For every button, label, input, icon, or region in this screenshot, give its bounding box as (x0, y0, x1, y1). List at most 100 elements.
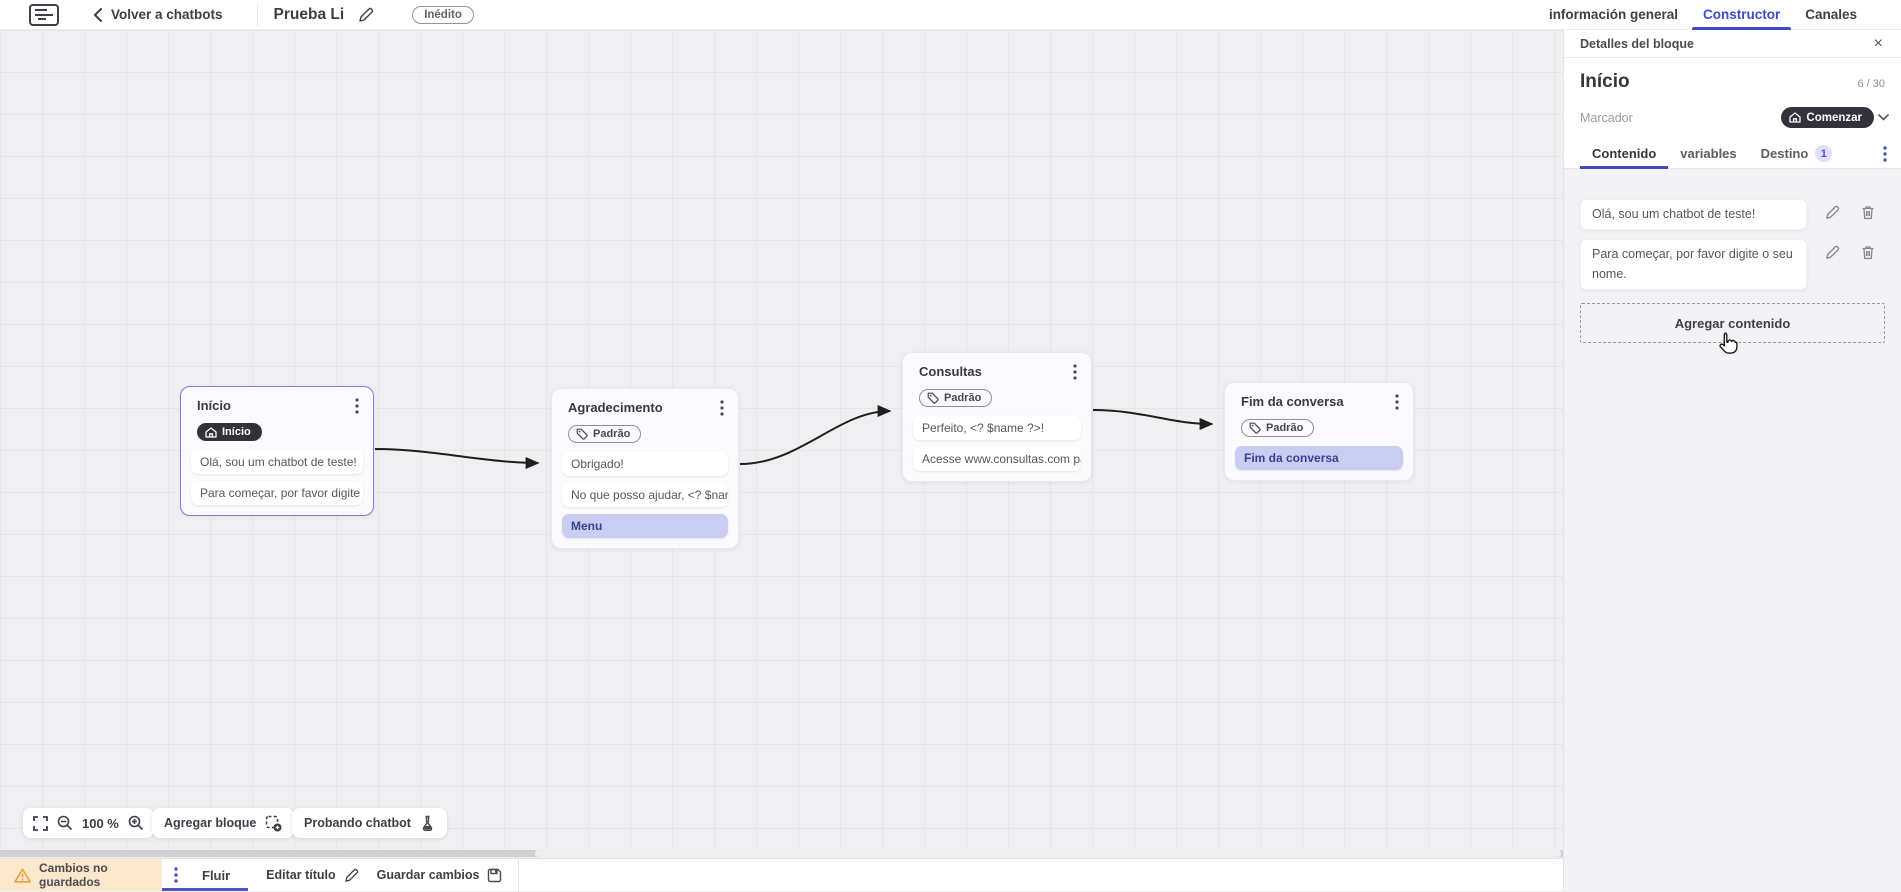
home-icon (1789, 112, 1802, 123)
chevron-down-icon (1878, 114, 1889, 121)
block-type-badge-label: Padrão (944, 392, 982, 404)
home-icon (205, 426, 217, 438)
save-changes-label: Guardar cambios (376, 868, 480, 882)
block-row[interactable]: Olá, sou um chatbot de teste! (191, 449, 363, 474)
flow-tab-label: Fluir (202, 867, 231, 883)
block-row[interactable]: Menu (562, 514, 728, 538)
block-row[interactable]: Acesse www.consultas.com par... (913, 447, 1081, 471)
block-menu-icon[interactable] (351, 396, 363, 416)
status-badge: Inédito (412, 5, 474, 24)
unsaved-changes-warning: Cambios no guardados (0, 859, 162, 891)
save-icon (487, 868, 502, 883)
app-logo (28, 3, 60, 27)
panel-title: Detalles del bloque (1580, 36, 1694, 51)
flow-tab-menu-icon[interactable] (172, 867, 180, 883)
panel-tab-label: Contenido (1592, 146, 1657, 161)
add-content-button[interactable]: Agregar contenido (1580, 303, 1885, 344)
block-details-panel: Detalles del bloque × Início 6 / 30 Marc… (1563, 30, 1901, 891)
save-changes-button[interactable]: Guardar cambios (377, 868, 503, 883)
edit-title-label: Editar título (266, 868, 336, 882)
panel-tab-label: Destino (1760, 146, 1809, 161)
panel-tabs: Contenido variables Destino 1 (1564, 139, 1901, 169)
content-item: Olá, sou um chatbot de teste! (1580, 199, 1885, 231)
topbar-tab-informacio-n-general[interactable]: información general (1548, 7, 1678, 22)
edit-title-button[interactable]: Editar título (266, 868, 358, 883)
warning-label: Cambios no guardados (39, 861, 108, 889)
block-type-badge-label: Início (222, 426, 251, 438)
marker-value: Comenzar (1806, 111, 1862, 124)
panel-tabs-menu-icon[interactable] (1881, 145, 1889, 162)
block-row[interactable]: Para começar, por favor digite o ... (191, 480, 363, 505)
topbar-tabs: información general Constructor Canales (1548, 0, 1857, 30)
zoom-toolbar: 100 % (23, 808, 154, 838)
horizontal-scrollbar-thumb[interactable] (535, 850, 1561, 857)
block-type-badge-label: Padrão (593, 428, 631, 440)
back-chevron-icon (93, 7, 102, 22)
topbar-tab-canales[interactable]: Canales (1805, 7, 1857, 22)
block-menu-icon[interactable] (1391, 392, 1403, 412)
tag-icon (1249, 422, 1261, 434)
bottombar-divider (518, 858, 520, 892)
block-title: Início (197, 398, 231, 413)
panel-tab-label: variables (1680, 146, 1737, 161)
content-text-box[interactable]: Para começar, por favor digite o seu nom… (1580, 239, 1807, 291)
test-chatbot-button[interactable]: Probando chatbot (292, 808, 447, 838)
block-row[interactable]: No que posso ajudar, <? $name ... (562, 483, 728, 507)
block-row[interactable]: Obrigado! (562, 452, 728, 476)
destination-count-badge: 1 (1815, 145, 1833, 162)
block-row[interactable]: Perfeito, <? $name ?>! (913, 416, 1081, 440)
zoom-out-icon[interactable] (57, 815, 73, 831)
char-counter: 6 / 30 (1857, 78, 1885, 90)
block-menu-icon[interactable] (1069, 362, 1081, 382)
block-type-badge: Início (197, 423, 262, 441)
edit-content-icon[interactable] (1825, 245, 1840, 260)
fit-screen-icon[interactable] (33, 815, 48, 831)
page-title: Prueba Li (273, 5, 345, 23)
block-type-badge: Padrão (1241, 419, 1315, 437)
content-text-box[interactable]: Olá, sou um chatbot de teste! (1580, 199, 1807, 231)
test-chatbot-label: Probando chatbot (304, 816, 411, 830)
add-block-button[interactable]: Agregar bloque (152, 808, 295, 838)
zoom-in-icon[interactable] (128, 815, 144, 831)
block-row[interactable]: Fim da conversa (1235, 446, 1403, 470)
panel-tab-destino[interactable]: Destino 1 (1749, 139, 1845, 168)
block-name-input[interactable]: Início (1580, 71, 1630, 92)
block-title: Agradecimento (568, 400, 663, 415)
bottom-bar: Cambios no guardados Fluir Editar título… (0, 858, 1563, 892)
panel-tab-contenido[interactable]: Contenido (1580, 139, 1669, 169)
tag-icon (927, 392, 939, 404)
topbar-tab-constructor[interactable]: Constructor (1691, 0, 1792, 30)
back-label: Volver a chatbots (111, 7, 223, 22)
add-block-label: Agregar bloque (164, 816, 257, 830)
back-button[interactable]: Volver a chatbots (93, 7, 223, 22)
flow-connectors (374, 405, 1214, 469)
tag-icon (576, 428, 588, 440)
block-type-badge: Padrão (568, 425, 642, 443)
edit-title-pencil-icon[interactable] (358, 7, 374, 23)
edit-content-icon[interactable] (1825, 205, 1840, 220)
content-item: Para começar, por favor digite o seu nom… (1580, 239, 1885, 291)
close-icon[interactable]: × (1873, 34, 1883, 52)
block-menu-icon[interactable] (716, 398, 728, 418)
delete-content-icon[interactable] (1861, 245, 1875, 260)
warning-icon (14, 867, 31, 883)
edit-title-icon (344, 868, 359, 883)
add-block-icon (265, 815, 282, 832)
panel-tab-variables[interactable]: variables (1668, 139, 1748, 168)
block-title: Fim da conversa (1241, 394, 1344, 409)
delete-content-icon[interactable] (1861, 205, 1875, 220)
top-bar: Volver a chatbots Prueba Li Inédito info… (0, 0, 1901, 30)
horizontal-scrollbar-track[interactable] (0, 850, 1563, 857)
panel-content-area: Olá, sou um chatbot de teste! Para começa… (1564, 169, 1901, 891)
marker-dropdown[interactable]: Comenzar (1781, 107, 1889, 128)
flow-tab[interactable]: Fluir (162, 859, 249, 891)
zoom-level: 100 % (82, 815, 119, 831)
block-type-badge: Padrão (919, 389, 993, 407)
block-type-badge-label: Padrão (1266, 422, 1304, 434)
add-content-label: Agregar contenido (1674, 315, 1791, 331)
